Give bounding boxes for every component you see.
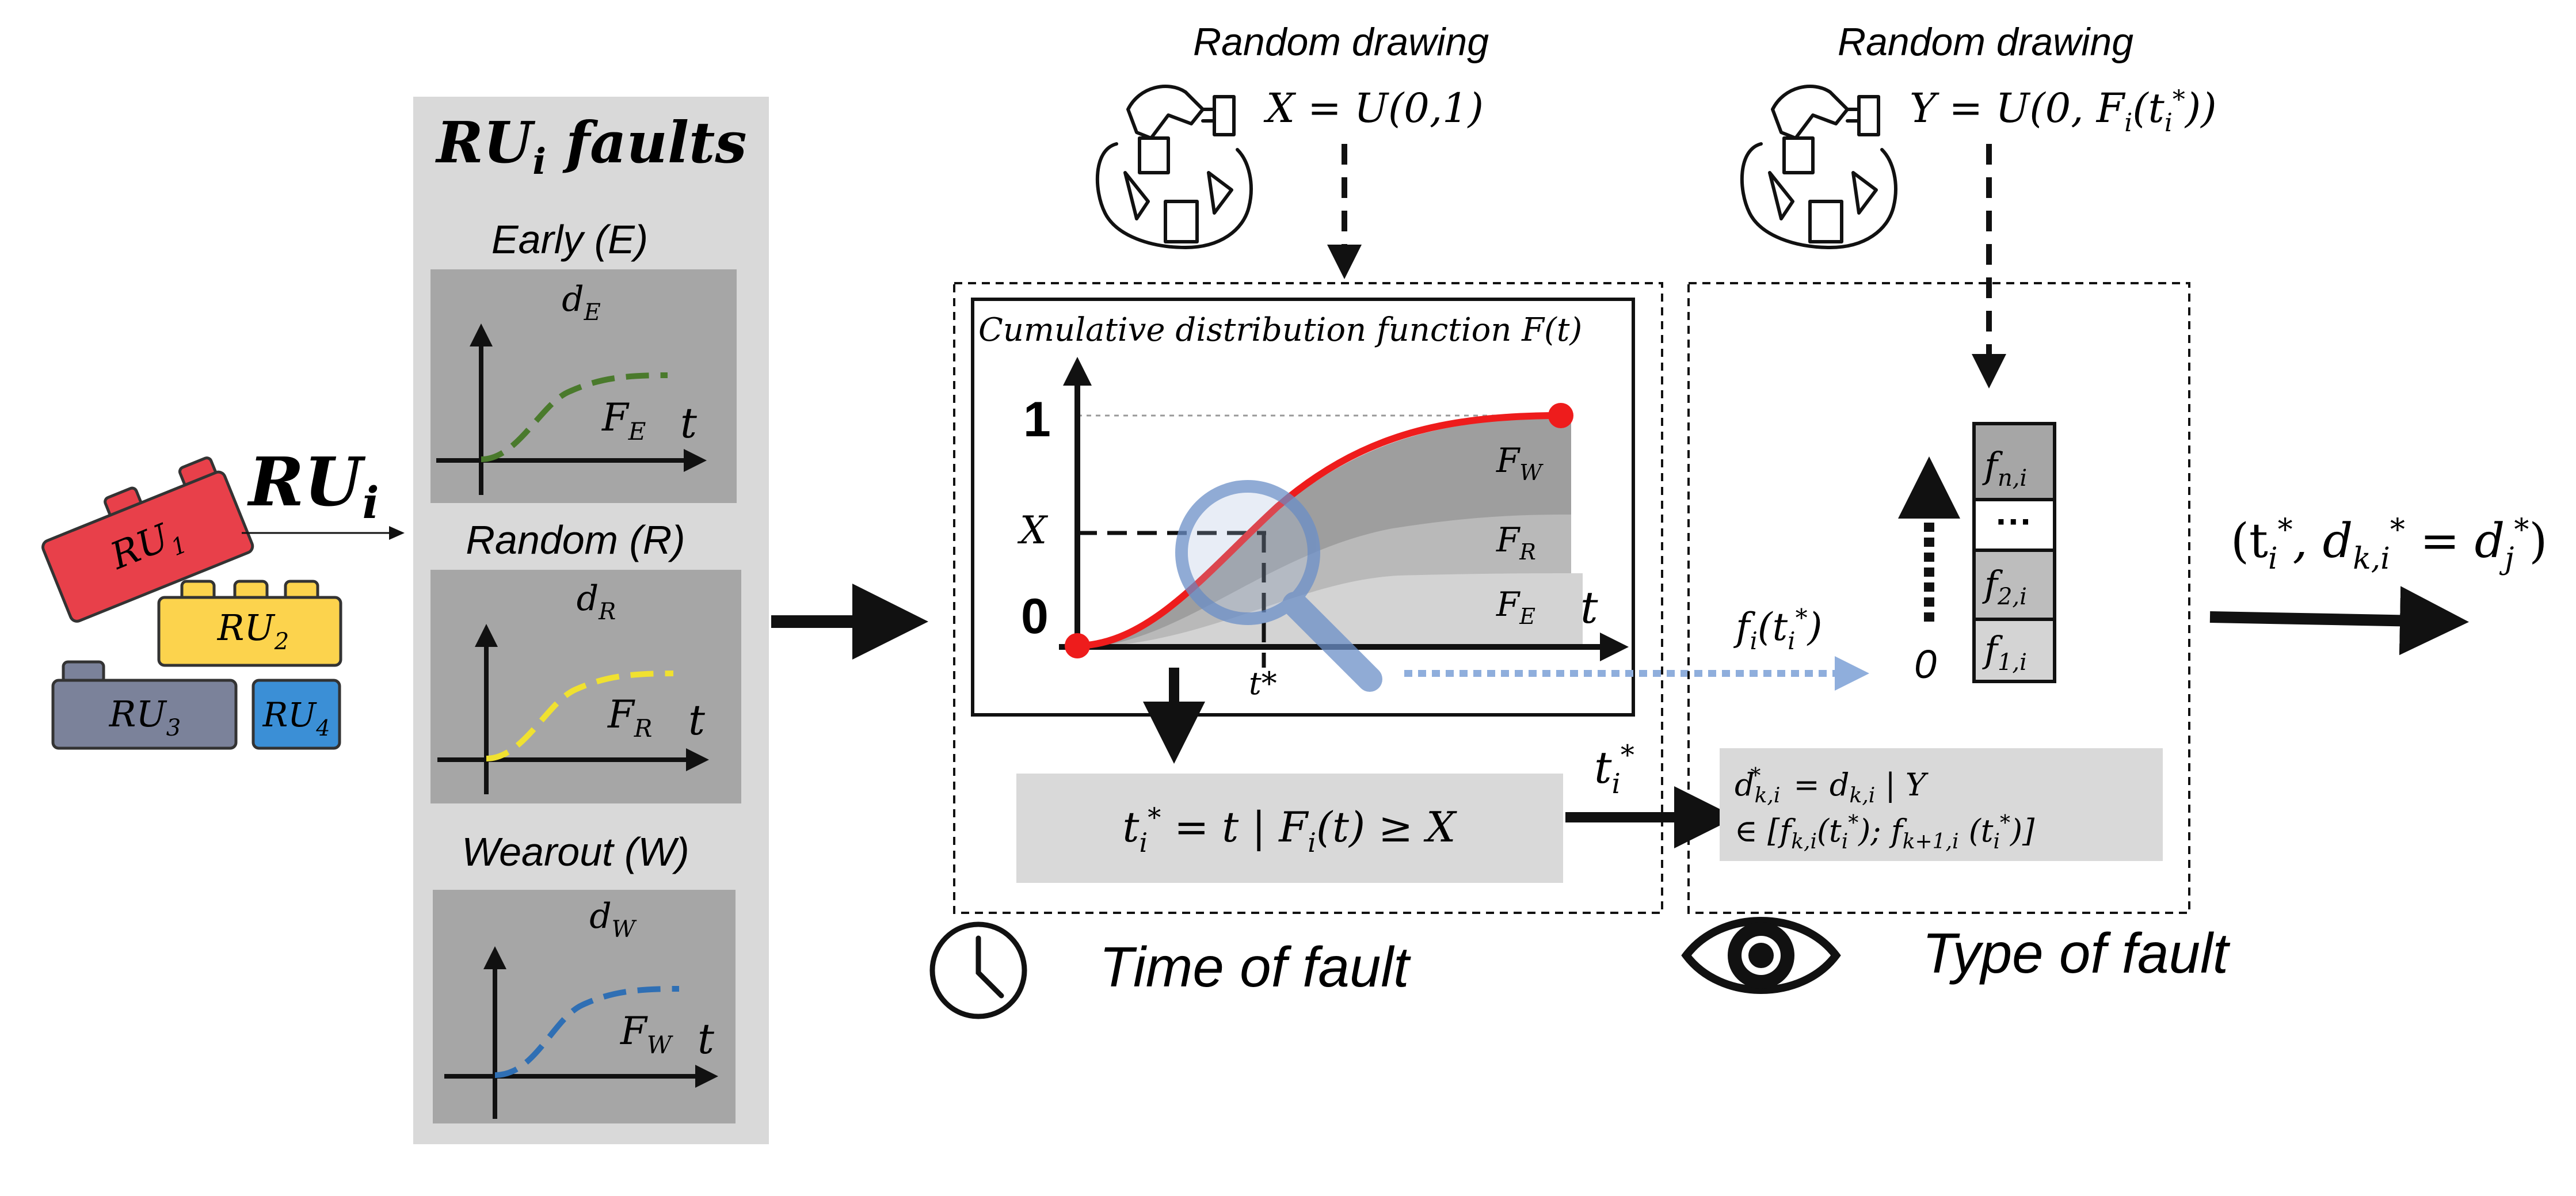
fault-early-t: t: [680, 399, 698, 447]
time-formula: ti* = t | Fi(t) ≥ X: [1123, 802, 1458, 858]
random-draw-icon-y: [1740, 85, 1897, 249]
y-formula: Y = U(0, Fi(ti*)): [1910, 85, 2217, 138]
cdf-tick-1: 1: [1023, 392, 1051, 447]
cdf-x-marker: X: [1017, 508, 1049, 553]
zero-label: 0: [1914, 642, 1937, 687]
fault-wearout-curve: [494, 986, 680, 1078]
cdf-curve: [1077, 412, 1561, 649]
random-drawing-y: Random drawing Y = U(0, Fi(ti*)): [1740, 20, 2217, 388]
fault-type-stack: fn,i ··· f2,i f1,i: [1972, 422, 2056, 683]
fault-early: Early (E) dE FE t: [430, 217, 737, 503]
fault-early-curve: [481, 372, 668, 462]
cdf-title: Cumulative distribution function F(t): [978, 311, 1582, 349]
clock-icon: [929, 921, 1027, 1019]
ru1-block: RU1: [41, 456, 254, 623]
faults-panel-title: RUi faults: [435, 110, 746, 182]
output-arrow: [2209, 586, 2469, 656]
fault-wearout-t: t: [698, 1015, 715, 1063]
ru4-label: RU4: [262, 695, 330, 741]
cdf-t-axis: t: [1580, 582, 1598, 633]
cdf-end-point: [1548, 403, 1573, 428]
fault-random-t: t: [688, 696, 706, 744]
cdf-start-point: [1065, 633, 1090, 658]
time-of-fault-caption: Time of fault: [1099, 935, 1411, 999]
cdf-tick-0: 0: [1021, 589, 1049, 644]
stack-f-2: f2,i: [1982, 563, 2027, 610]
t-star-arrow-label: ti*: [1594, 739, 1634, 800]
fault-random: Random (R) dR FR t: [430, 517, 741, 803]
type-of-fault-caption: Type of fault: [1922, 921, 2231, 985]
ru-blocks: RU1 RU2 RU3 RU4: [41, 456, 342, 750]
stack-f-n: fn,i: [1982, 444, 2027, 492]
ru4-block: RU4: [251, 679, 341, 750]
fault-wearout-title: Wearout (W): [462, 829, 689, 874]
stack-ellipsis: ···: [1996, 501, 2033, 542]
fault-early-title: Early (E): [491, 217, 648, 262]
random-drawing-x: Random drawing X = U(0,1): [1095, 20, 1489, 279]
fault-random-curve: [486, 671, 674, 761]
type-formula-line1: dk,i* = dk,i | Y: [1735, 764, 1929, 808]
eye-icon: [1681, 917, 1841, 994]
fault-wearout: Wearout (W) dW FW t: [433, 829, 736, 1123]
output-tuple: (ti*, dk,i* = dj*): [2231, 513, 2547, 576]
fault-random-title: Random (R): [466, 517, 685, 562]
cdf-band-e: [1082, 573, 1583, 647]
cdf-band-label-r: FR: [1496, 520, 1536, 565]
magnifier-icon: [1175, 480, 1382, 692]
cdf-t-star: t*: [1249, 665, 1277, 702]
random-drawing-x-title: Random drawing: [1193, 20, 1489, 64]
ru3-block: RU3: [51, 660, 238, 750]
ru2-label: RU2: [217, 607, 289, 655]
time-formula-box: [1016, 774, 1563, 883]
ru-main-label: RUi: [247, 443, 379, 528]
type-of-fault-box: [1687, 282, 2190, 914]
random-drawing-y-title: Random drawing: [1838, 20, 2133, 64]
ru3-label: RU3: [109, 693, 181, 741]
type-formula-box: [1720, 748, 2163, 861]
fi-label: fi(ti*): [1733, 604, 1822, 655]
type-formula-line2: ∈ [fk,i(ti*); fk+1,i (ti*)]: [1735, 812, 2035, 854]
random-draw-icon-x: [1095, 85, 1253, 249]
x-formula: X = U(0,1): [1263, 85, 1484, 132]
time-of-fault-box: [953, 282, 1663, 914]
fault-early-F: FE: [601, 395, 646, 445]
ru2-block: RU2: [157, 580, 342, 667]
